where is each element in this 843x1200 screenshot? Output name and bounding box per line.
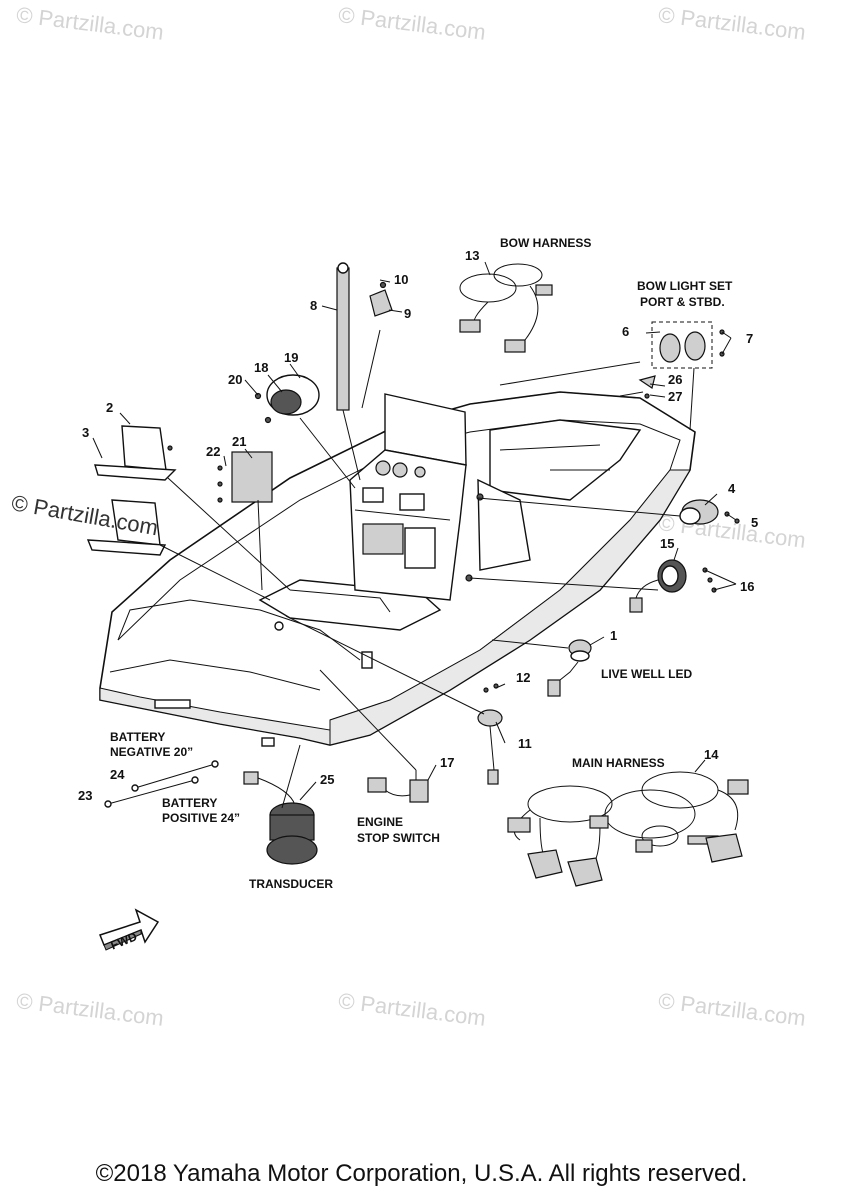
part-14-main-harness	[507, 771, 749, 887]
part-4-cover	[679, 507, 701, 525]
part-16-screw	[707, 577, 713, 583]
callout-19: 19	[284, 350, 298, 365]
callout-12: 12	[516, 670, 530, 685]
part-2-screw	[167, 445, 173, 451]
callout-11: 11	[518, 736, 532, 751]
part-21-fuse-block	[231, 451, 273, 503]
callout-6: 6	[622, 324, 629, 339]
part-23-battery-cable	[104, 776, 199, 808]
part-25-transducer	[243, 771, 318, 865]
bow-light-set-label: BOW LIGHT SET	[637, 279, 733, 293]
callout-7: 7	[746, 331, 753, 346]
engine-stop-switch-label: STOP SWITCH	[357, 831, 440, 845]
callout-16: 16	[740, 579, 754, 594]
fwd-arrow-icon	[99, 908, 160, 951]
callout-17: 17	[440, 755, 454, 770]
part-1-live-well-led	[570, 650, 590, 662]
battery-positive-label: POSITIVE 24”	[162, 811, 240, 825]
part-22-screw	[217, 481, 223, 487]
callout-13: 13	[465, 248, 479, 263]
part-labels: BOW HARNESS BOW LIGHT SET PORT & STBD. L…	[110, 236, 733, 891]
callout-1: 1	[610, 628, 617, 643]
battery-negative-label: BATTERY	[110, 730, 165, 744]
part-20-screw	[254, 392, 262, 400]
callout-10: 10	[394, 272, 408, 287]
main-harness-label: MAIN HARNESS	[572, 756, 665, 770]
boat-hull	[99, 391, 696, 747]
callout-27: 27	[668, 389, 682, 404]
part-11-connector	[487, 769, 499, 785]
bow-light-set-label: PORT & STBD.	[640, 295, 725, 309]
callout-18: 18	[254, 360, 268, 375]
part-17-engine-stop-switch	[367, 770, 429, 803]
callout-8: 8	[310, 298, 317, 313]
callout-9: 9	[404, 306, 411, 321]
callout-2: 2	[106, 400, 113, 415]
callout-24: 24	[110, 767, 125, 782]
part-20-screw	[264, 416, 272, 424]
callout-15: 15	[660, 536, 674, 551]
live-well-led-label: LIVE WELL LED	[601, 667, 692, 681]
callout-3: 3	[82, 425, 89, 440]
callout-22: 22	[206, 444, 220, 459]
part-15-connector	[629, 597, 643, 613]
part-2-battery-hold-down	[94, 425, 177, 481]
callout-26: 26	[668, 372, 682, 387]
callout-4: 4	[728, 481, 736, 496]
callout-23: 23	[78, 788, 92, 803]
part-22-screw	[217, 465, 223, 471]
battery-positive-label: BATTERY	[162, 796, 217, 810]
engine-stop-switch-label: ENGINE	[357, 815, 403, 829]
part-8-rod	[336, 262, 350, 411]
part-10-screw	[379, 281, 387, 289]
bow-light-box	[651, 321, 713, 369]
part-26-clip	[638, 375, 656, 389]
part-6-bow-light	[684, 331, 706, 361]
callout-25: 25	[320, 772, 334, 787]
part-9-bracket	[369, 289, 393, 317]
bow-harness-label: BOW HARNESS	[500, 236, 591, 250]
part-13-bow-harness	[459, 263, 553, 353]
part-18-gauge	[270, 389, 302, 415]
part-27-screw	[644, 393, 650, 399]
part-15-light	[661, 565, 679, 587]
callout-numbers: 1 2 3 4 5 6 7 8 9 10 11 12 13 14 15 16 1…	[78, 248, 758, 803]
leader-lines	[92, 261, 737, 809]
part-22-screw	[217, 497, 223, 503]
battery-negative-label: NEGATIVE 20”	[110, 745, 193, 759]
callout-5: 5	[751, 515, 758, 530]
part-6-bow-light	[659, 333, 681, 363]
part-24-battery-cable	[131, 760, 219, 792]
part-1-connector	[547, 679, 561, 697]
callout-20: 20	[228, 372, 242, 387]
callout-14: 14	[704, 747, 719, 762]
transducer-label: TRANSDUCER	[249, 877, 333, 891]
copyright-notice: ©2018 Yamaha Motor Corporation, U.S.A. A…	[95, 1160, 748, 1187]
part-12-screw	[483, 687, 489, 693]
callout-21: 21	[232, 434, 246, 449]
